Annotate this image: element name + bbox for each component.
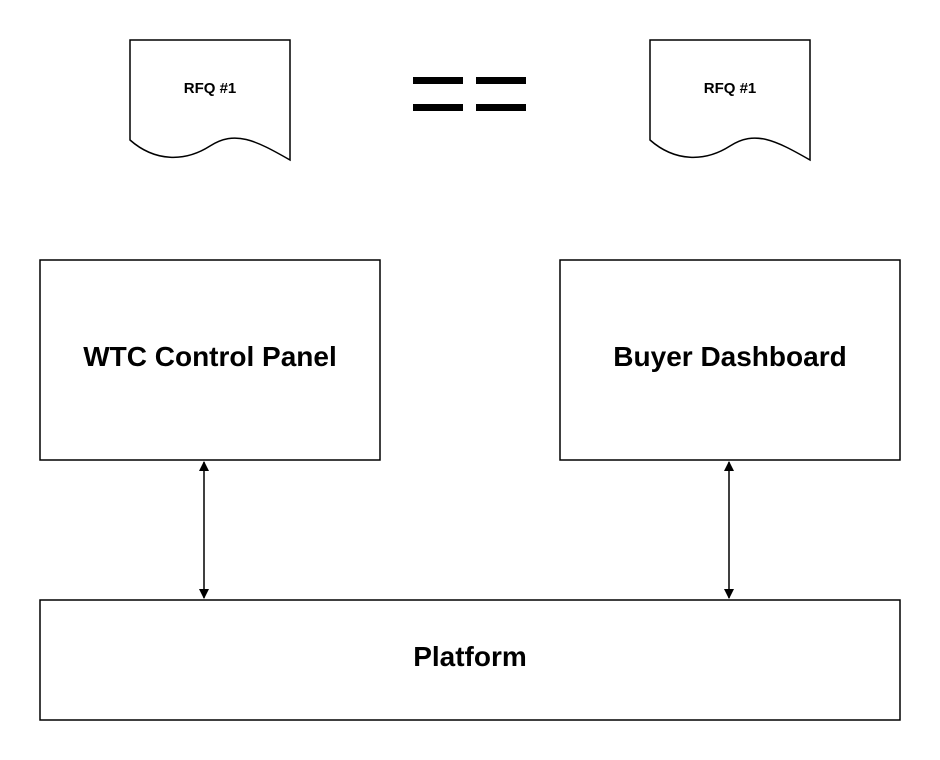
box-shape — [39, 599, 901, 721]
rfq-document-right: RFQ #1 — [649, 39, 811, 162]
buyer-dashboard-box: Buyer Dashboard — [559, 259, 901, 461]
buyer-dashboard-label: Buyer Dashboard — [613, 341, 846, 372]
document-shape — [649, 39, 811, 162]
equals-bar-top-right — [476, 77, 526, 84]
equals-bar-bottom-right — [476, 104, 526, 111]
platform-label: Platform — [413, 641, 527, 672]
equals-bar-bottom-left — [413, 104, 463, 111]
wtc-control-panel-box: WTC Control Panel — [39, 259, 381, 461]
box-shape — [559, 259, 901, 461]
equals-sign — [413, 77, 526, 111]
document-label: RFQ #1 — [184, 80, 237, 97]
rfq-document-left: RFQ #1 — [129, 39, 291, 162]
wtc-control-panel-label: WTC Control Panel — [83, 341, 337, 372]
document-label: RFQ #1 — [704, 80, 757, 97]
document-shape — [129, 39, 291, 162]
box-shape — [39, 259, 381, 461]
equals-bar-top-left — [413, 77, 463, 84]
platform-box: Platform — [39, 599, 901, 721]
